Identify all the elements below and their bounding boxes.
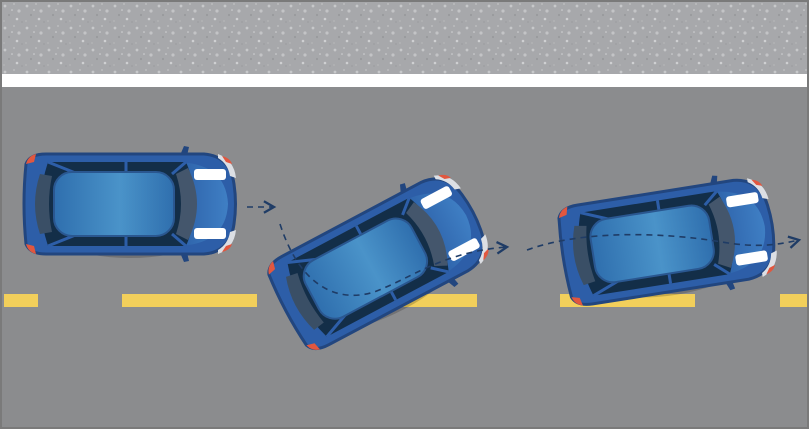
sidewalk: [2, 2, 807, 74]
curb-line: [2, 74, 807, 87]
car-icon: [24, 146, 236, 262]
lane-dash: [4, 294, 38, 307]
lane-dash: [780, 294, 807, 307]
lane-dash: [122, 294, 257, 307]
